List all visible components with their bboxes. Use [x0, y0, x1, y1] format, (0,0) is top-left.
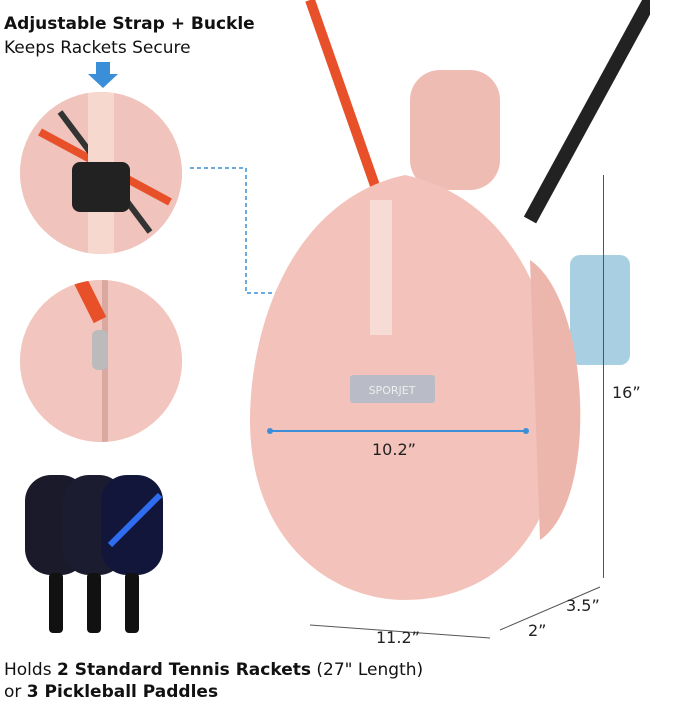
callout-subtitle: Keeps Rackets Secure	[4, 38, 191, 58]
height-dimension-line	[603, 175, 604, 578]
footer-line-1: Holds 2 Standard Tennis Rackets (27" Len…	[4, 660, 424, 680]
zipper-detail-image	[20, 280, 182, 442]
down-arrow-icon	[88, 62, 118, 88]
callout-title: Adjustable Strap + Buckle	[4, 14, 255, 34]
bag-image: SPORJET	[250, 0, 650, 600]
width-dimension-line	[267, 428, 529, 434]
depth-top-label: 3.5”	[566, 596, 600, 615]
buckle-detail-image	[20, 92, 182, 254]
base-label: 11.2”	[376, 628, 420, 647]
height-label: 16”	[612, 383, 641, 402]
pickleball-paddles-image	[25, 475, 163, 633]
depth-bottom-label: 2”	[528, 621, 547, 640]
footer-line-2: or 3 Pickleball Paddles	[4, 682, 219, 702]
width-label: 10.2”	[372, 440, 416, 459]
brand-label: SPORJET	[369, 384, 416, 397]
base-dimension-lines	[309, 586, 601, 639]
